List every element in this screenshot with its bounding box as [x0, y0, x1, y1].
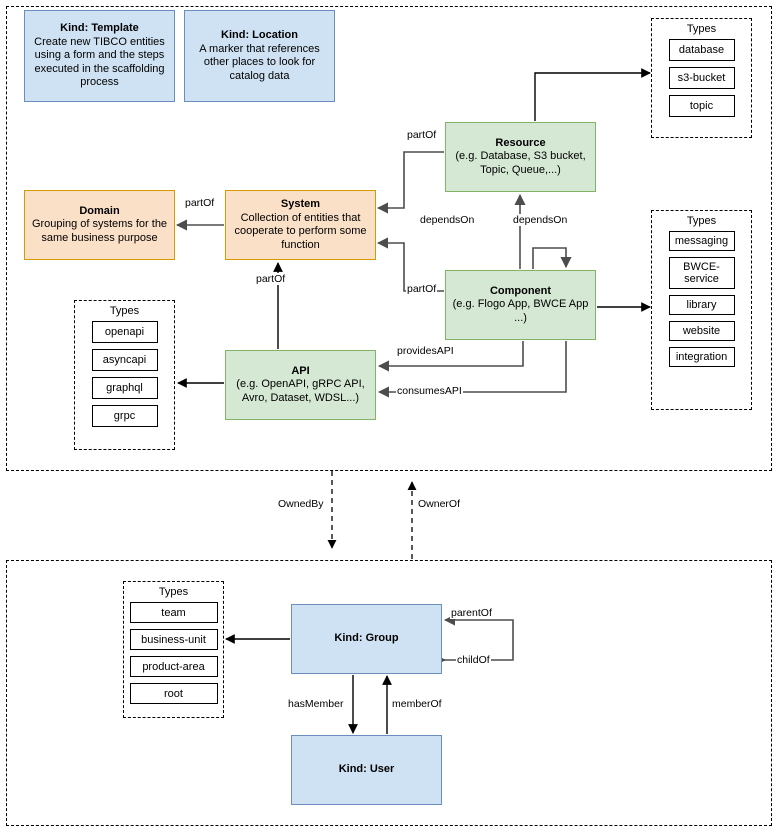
types-label: Types	[158, 586, 189, 598]
edge-label-consumes-api: consumesAPI	[396, 385, 463, 397]
edge-label-component-to-system: partOf	[406, 283, 438, 295]
edge-label-resource-to-system: partOf	[406, 129, 438, 141]
node-domain[interactable]: Domain Grouping of systems for the same …	[24, 190, 175, 260]
node-description: Grouping of systems for the same busines…	[31, 218, 168, 244]
edge-label-owner-of: OwnerOf	[417, 498, 462, 510]
type-item-openapi[interactable]: openapi	[91, 321, 158, 343]
top-panel	[6, 6, 772, 471]
node-description: Create new TIBCO entities using a form a…	[34, 35, 165, 89]
node-title: System	[280, 198, 321, 210]
edge-label-has-member: hasMember	[287, 698, 345, 710]
type-item-s3-bucket[interactable]: s3-bucket	[668, 67, 735, 89]
type-item-graphql[interactable]: graphql	[91, 377, 158, 399]
node-description: (e.g. Database, S3 bucket, Topic, Queue,…	[455, 150, 586, 176]
edge-label-owned-by: OwnedBy	[277, 498, 325, 510]
node-system[interactable]: System Collection of entities that coope…	[225, 190, 376, 260]
edge-label-component-to-resource: dependsOn	[419, 214, 476, 226]
edge-label-provides-api: providesAPI	[396, 345, 455, 357]
node-component[interactable]: Component (e.g. Flogo App, BWCE App ...)	[445, 270, 596, 340]
node-title: Kind: User	[338, 763, 395, 776]
node-description: (e.g. OpenAPI, gRPC API, Avro, Dataset, …	[236, 378, 365, 404]
node-title: Component	[489, 284, 552, 297]
type-item-integration[interactable]: integration	[668, 347, 735, 367]
type-item-database[interactable]: database	[668, 39, 735, 61]
type-item-grpc[interactable]: grpc	[91, 405, 158, 427]
type-item-business-unit[interactable]: business-unit	[129, 629, 218, 650]
node-title: API	[291, 364, 310, 377]
edge-label-parent-of: parentOf	[450, 607, 493, 619]
type-item-website[interactable]: website	[668, 321, 735, 341]
node-title: Kind: Template	[60, 22, 139, 35]
type-item-bwce-service[interactable]: BWCE-service	[668, 257, 735, 289]
types-box-component: Types messaging BWCE-service library web…	[651, 210, 752, 410]
edge-label-child-of: childOf	[456, 654, 491, 666]
node-kind-location[interactable]: Kind: Location A marker that references …	[184, 10, 335, 102]
node-resource[interactable]: Resource (e.g. Database, S3 bucket, Topi…	[445, 122, 596, 192]
types-box-group: Types team business-unit product-area ro…	[123, 581, 224, 718]
edge-label-component-self: dependsOn	[512, 214, 569, 226]
node-kind-template[interactable]: Kind: Template Create new TIBCO entities…	[24, 10, 175, 102]
types-label: Types	[109, 305, 140, 317]
edge-label-api-to-system: partOf	[255, 273, 287, 285]
node-description: A marker that references other places to…	[199, 42, 320, 82]
types-label: Types	[686, 23, 717, 35]
node-description: (e.g. Flogo App, BWCE App ...)	[452, 298, 589, 324]
node-kind-group[interactable]: Kind: Group	[291, 604, 442, 674]
bottom-panel	[6, 560, 772, 826]
type-item-root[interactable]: root	[129, 683, 218, 704]
types-label: Types	[686, 215, 717, 227]
types-box-resource: Types database s3-bucket topic	[651, 18, 752, 138]
node-title: Resource	[495, 136, 546, 149]
types-box-api: Types openapi asyncapi graphql grpc	[74, 300, 175, 450]
node-title: Domain	[79, 204, 120, 217]
node-api[interactable]: API (e.g. OpenAPI, gRPC API, Avro, Datas…	[225, 350, 376, 420]
type-item-team[interactable]: team	[129, 602, 218, 623]
type-item-topic[interactable]: topic	[668, 95, 735, 117]
type-item-messaging[interactable]: messaging	[668, 231, 735, 251]
type-item-asyncapi[interactable]: asyncapi	[91, 349, 158, 371]
node-kind-user[interactable]: Kind: User	[291, 735, 442, 805]
type-item-library[interactable]: library	[668, 295, 735, 315]
edge-label-system-to-domain: partOf	[184, 197, 216, 209]
node-title: Kind: Group	[334, 632, 399, 645]
edge-label-member-of: memberOf	[391, 698, 443, 710]
node-title: Kind: Location	[221, 29, 298, 41]
node-description: Collection of entities that cooperate to…	[234, 211, 367, 251]
type-item-product-area[interactable]: product-area	[129, 656, 218, 677]
